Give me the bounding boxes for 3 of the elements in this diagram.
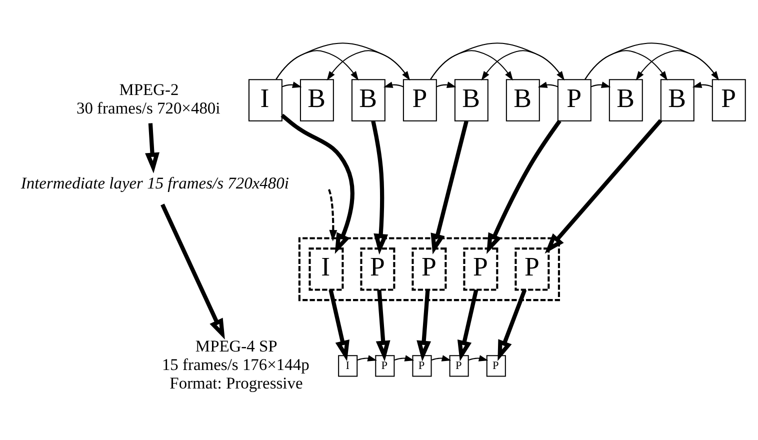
node-text: MPEG-2 30 frames/s 720×480i	[76, 79, 220, 117]
node-text: Intermediate layer 15 frames/s 720x480i	[20, 173, 289, 192]
node-text: MPEG-4 SP 15 frames/s 176×144p Format: Progressive	[162, 336, 310, 392]
